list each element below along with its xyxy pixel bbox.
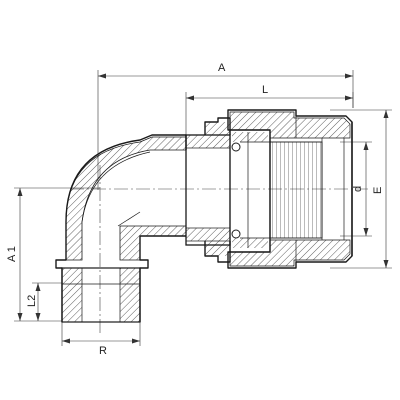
dimension-a1: A 1 [6, 187, 100, 322]
dimension-e: E [330, 109, 392, 269]
internal-thread [269, 141, 323, 239]
dim-label-a: A [218, 62, 226, 74]
dim-label-l: L [262, 84, 268, 96]
compression-nut [227, 109, 353, 269]
dim-label-r: R [99, 345, 107, 357]
dimension-l2: L2 [26, 282, 62, 321]
dim-label-l2: L2 [26, 295, 38, 307]
dimension-r: R [61, 322, 141, 357]
straight-body [185, 117, 231, 263]
dim-label-e: E [372, 187, 384, 194]
dim-label-a1: A 1 [6, 246, 18, 262]
o-ring-top [231, 142, 241, 152]
elbow-body [55, 134, 187, 323]
o-ring-bottom [231, 229, 241, 239]
gripper-ring [229, 129, 271, 253]
